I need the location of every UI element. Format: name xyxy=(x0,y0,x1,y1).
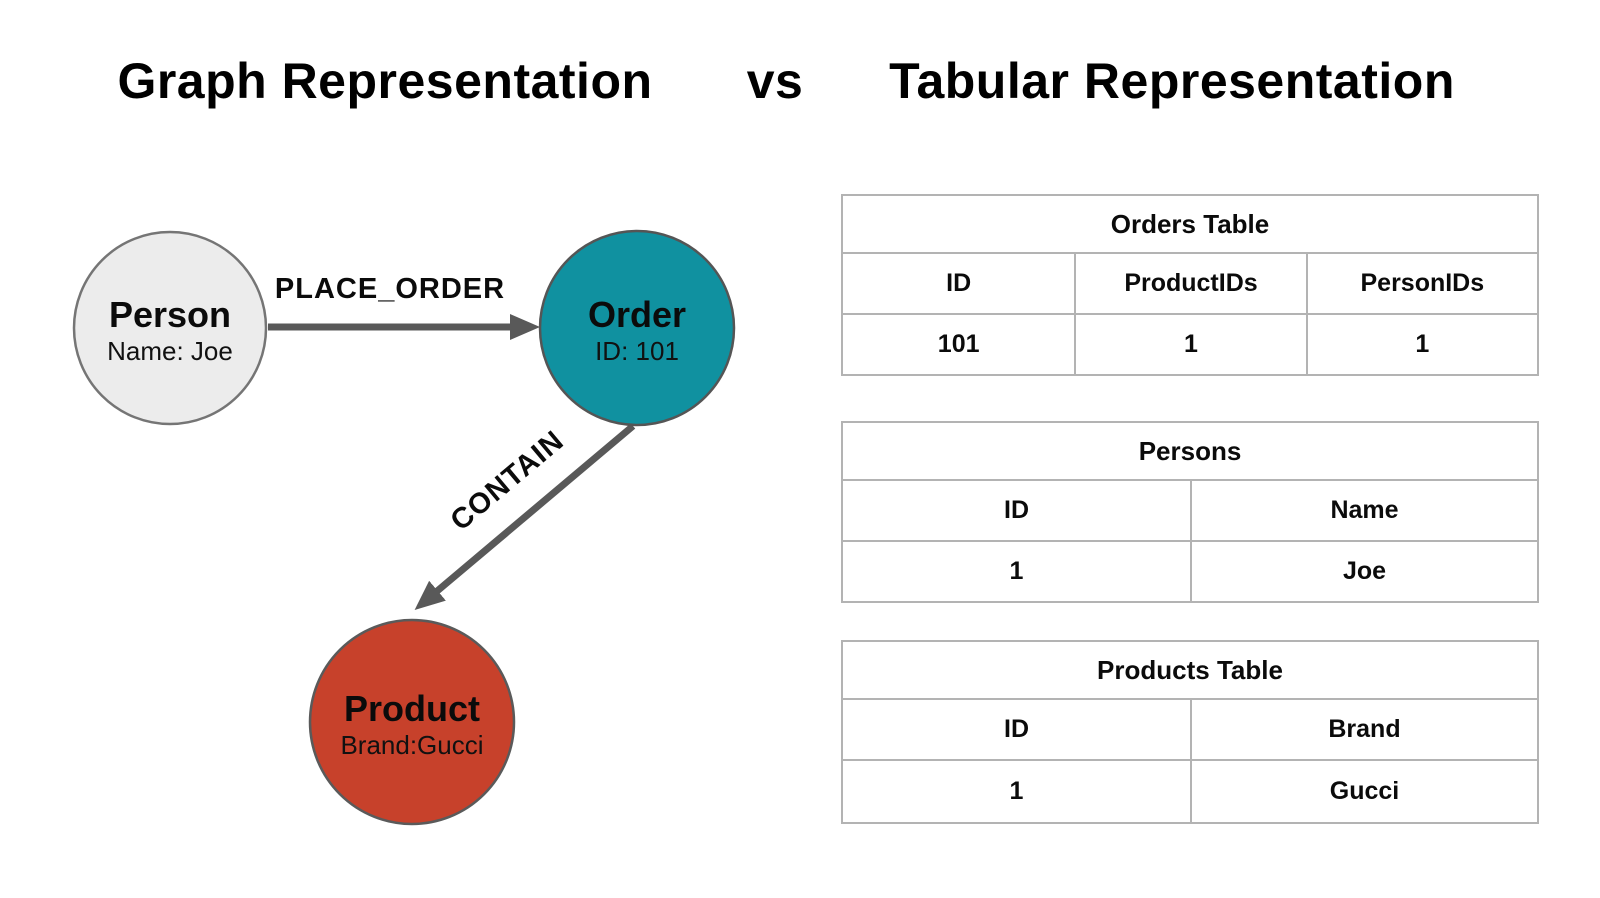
contain-edge-label: CONTAIN xyxy=(445,425,570,538)
orders-table-cell-productids: 1 xyxy=(1074,313,1306,374)
products-table: Products Table ID Brand 1 Gucci xyxy=(841,640,1539,824)
products-table-cell-brand: Gucci xyxy=(1190,759,1537,822)
products-table-title: Products Table xyxy=(1097,654,1283,685)
orders-table-header-id: ID xyxy=(843,252,1075,313)
person-node-property: Name: Joe xyxy=(107,336,233,366)
order-node-circle xyxy=(538,229,736,427)
product-node-label: Product xyxy=(344,688,480,729)
order-node-property: ID: 101 xyxy=(595,336,679,366)
product-node-circle xyxy=(308,618,516,826)
person-node-label: Person xyxy=(109,294,231,335)
order-node-label: Order xyxy=(588,294,686,335)
place-order-edge-label: PLACE_ORDER xyxy=(275,273,505,305)
product-node-property: Brand:Gucci xyxy=(340,730,483,760)
orders-table: Orders Table ID ProductIDs PersonIDs 101… xyxy=(841,194,1539,376)
persons-table-header-name: Name xyxy=(1190,479,1537,540)
persons-table-cell-name: Joe xyxy=(1190,540,1537,601)
persons-table-header-id: ID xyxy=(843,479,1190,540)
orders-table-title: Orders Table xyxy=(1110,208,1270,239)
products-table-header-id: ID xyxy=(843,698,1190,759)
persons-table-cell-id: 1 xyxy=(843,540,1190,601)
orders-table-cell-personids: 1 xyxy=(1305,313,1537,374)
persons-table-title: Persons xyxy=(1138,435,1242,466)
persons-table: Persons ID Name 1 Joe xyxy=(841,421,1539,603)
products-table-header-brand: Brand xyxy=(1190,698,1537,759)
products-table-cell-id: 1 xyxy=(843,759,1190,822)
contain-arrow xyxy=(414,423,636,611)
graph-representation-title: Graph Representation xyxy=(117,53,653,109)
vs-label: vs xyxy=(746,53,804,109)
orders-table-header-personids: PersonIDs xyxy=(1305,252,1537,313)
orders-table-cell-id: 101 xyxy=(843,313,1075,374)
tabular-representation-title: Tabular Representation xyxy=(889,53,1455,109)
orders-table-header-productids: ProductIDs xyxy=(1074,252,1306,313)
person-node-circle xyxy=(72,230,268,426)
graph-diagram: PLACE_ORDER CONTAIN Person Name: Joe Ord… xyxy=(72,229,736,826)
